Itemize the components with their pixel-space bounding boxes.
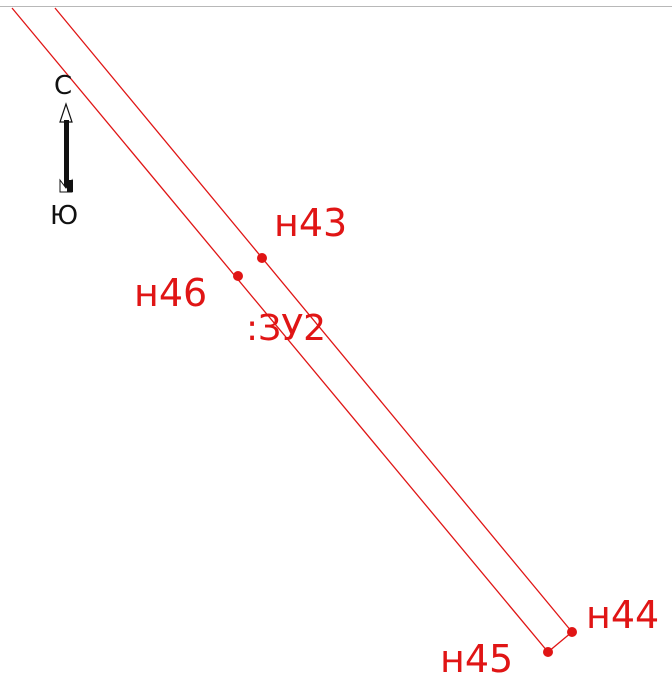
boundary-line-west: [11, 7, 549, 653]
north-arrow-shaft: [64, 120, 69, 188]
boundary-line-east: [54, 7, 573, 633]
point-n44-marker[interactable]: [567, 627, 577, 637]
point-n43-marker[interactable]: [257, 253, 267, 263]
point-n44-label: н44: [586, 593, 659, 637]
north-arrow-head: [59, 102, 73, 123]
north-arrow-tail-fill: [67, 180, 73, 192]
point-n43-label: н43: [274, 201, 347, 245]
compass-north-label: С: [54, 71, 72, 101]
compass-south-label: Ю: [50, 201, 78, 231]
parcel-label: :ЗУ2: [246, 308, 326, 349]
parcel-boundary: [11, 7, 573, 653]
point-n46-marker[interactable]: [233, 271, 243, 281]
point-n46-label: н46: [134, 271, 207, 315]
boundary-line-south: [547, 631, 573, 653]
point-n45-label: н45: [440, 637, 513, 680]
point-n45-marker[interactable]: [543, 647, 553, 657]
north-arrow-icon: С Ю: [50, 71, 78, 231]
map-top-border: [0, 0, 672, 7]
